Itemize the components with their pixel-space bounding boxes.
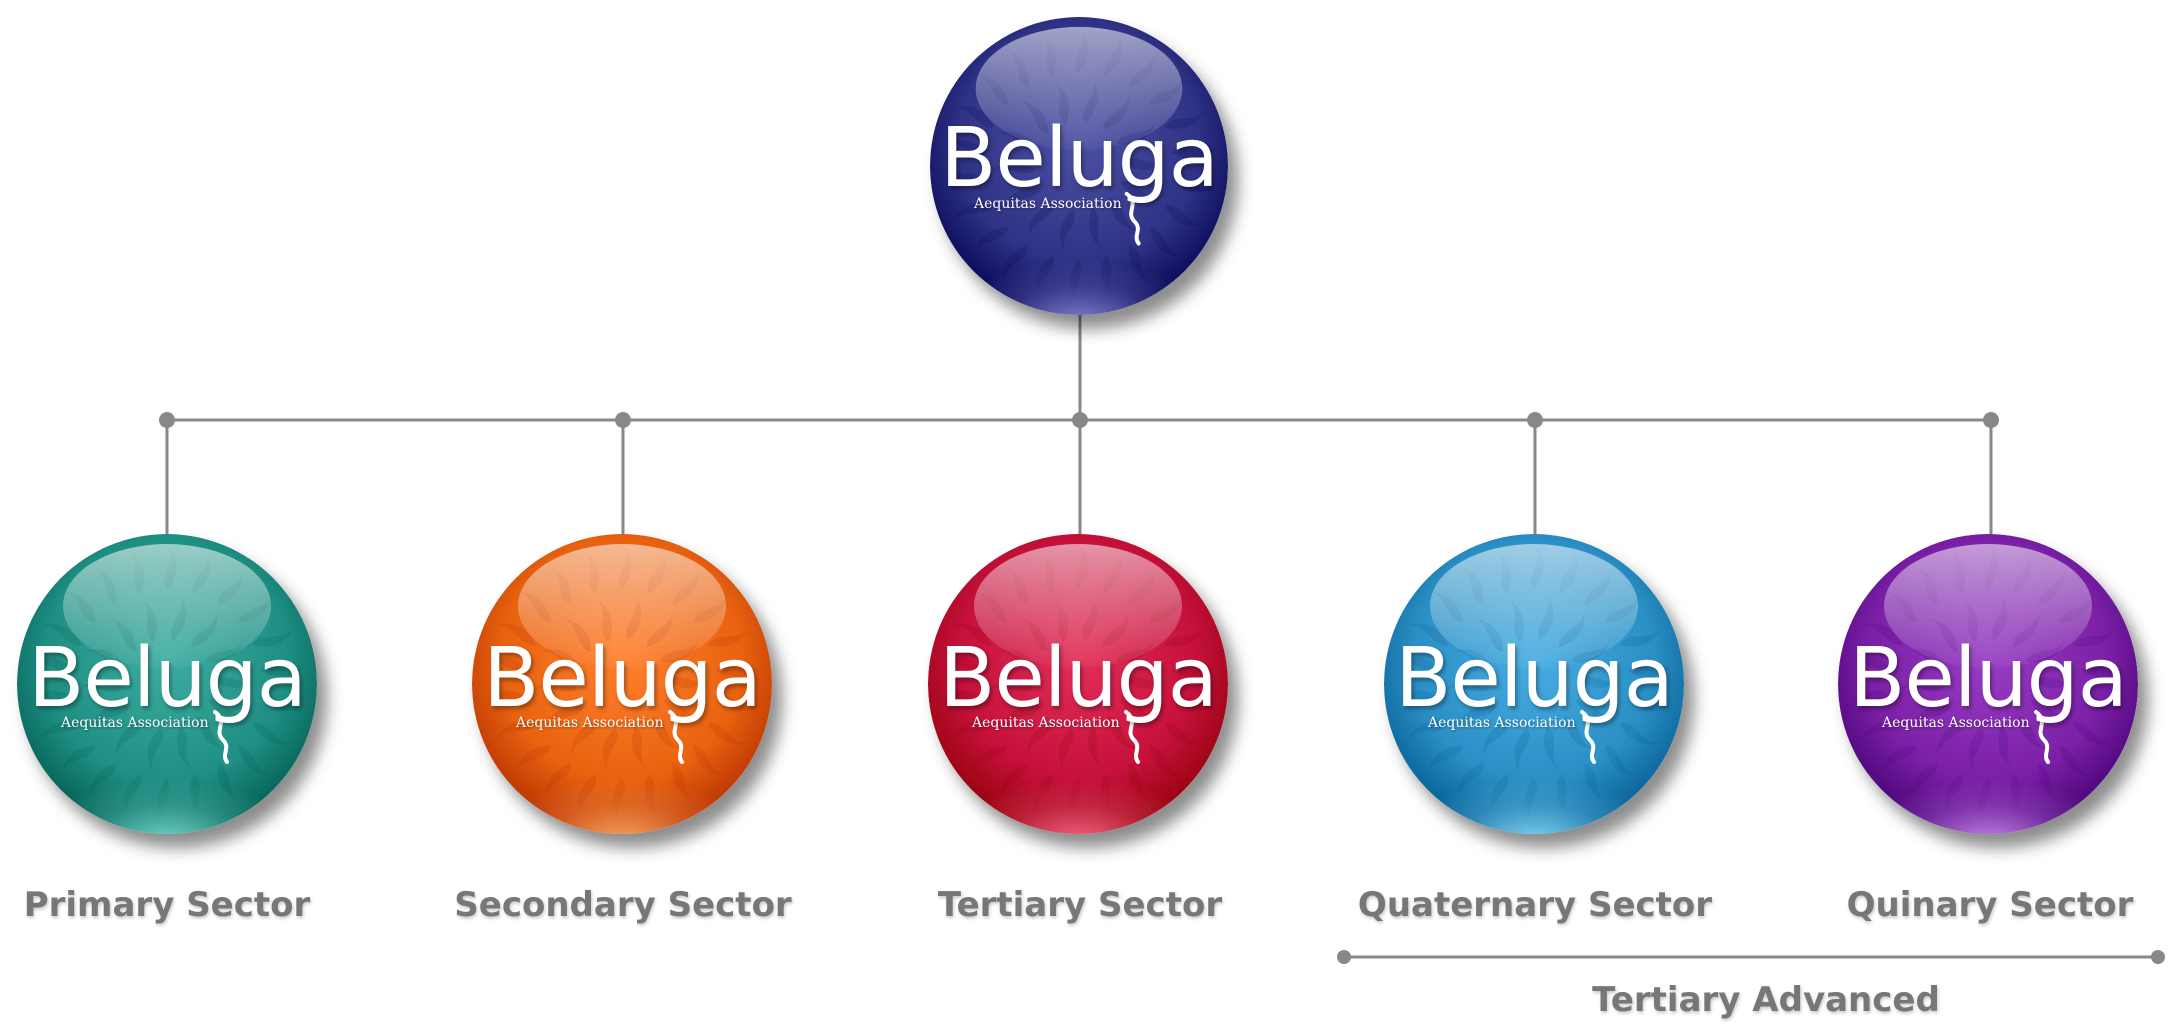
secondary-junction-dot [615, 412, 631, 428]
orb-gloss [518, 544, 726, 668]
tertiary-sector-orb: Beluga Aequitas Association [928, 534, 1228, 834]
orb-tagline: Aequitas Association [1428, 715, 1576, 731]
quaternary-sector-orb: Beluga Aequitas Association [1384, 534, 1684, 834]
orb-tagline: Aequitas Association [972, 715, 1120, 731]
ribbon-swirl [2034, 710, 2050, 764]
primary-sector-label: Primary Sector [23, 885, 311, 925]
root-orb: Beluga Aequitas Association [930, 17, 1228, 315]
primary-junction-dot [159, 412, 175, 428]
orb-gloss [1430, 544, 1638, 668]
orb-brand: Beluga [28, 631, 307, 726]
secondary-sector-orb: Beluga Aequitas Association [472, 534, 772, 834]
orb-brand: Beluga [1849, 631, 2128, 726]
group-bracket-right-dot [2151, 950, 2165, 964]
root-tagline: Aequitas Association [974, 196, 1122, 212]
orb-gloss [974, 544, 1182, 668]
ribbon-swirl [668, 710, 684, 764]
orb-graphic [1384, 534, 1684, 834]
quinary-junction-dot [1983, 412, 1999, 428]
orb-graphic [1838, 534, 2138, 834]
orb-gloss [1884, 544, 2092, 668]
primary-sector-orb: Beluga Aequitas Association [17, 534, 317, 834]
orb-tagline: Aequitas Association [516, 715, 664, 731]
tertiary-sector-label: Tertiary Sector [937, 885, 1223, 925]
quaternary-junction-dot [1527, 412, 1543, 428]
quinary-sector-orb: Beluga Aequitas Association [1838, 534, 2138, 834]
orb-graphic [472, 534, 772, 834]
secondary-sector-label: Secondary Sector [454, 885, 792, 925]
group-bracket-left-dot [1337, 950, 1351, 964]
root-brand: Beluga [940, 111, 1219, 206]
orb-gloss [63, 544, 271, 668]
tertiary-advanced-label: Tertiary Advanced [1592, 980, 1940, 1020]
orb-graphic [17, 534, 317, 834]
orb-graphic [930, 17, 1228, 315]
quinary-sector-label: Quinary Sector [1846, 885, 2134, 925]
quaternary-sector-label: Quaternary Sector [1357, 885, 1713, 925]
orb-graphic [928, 534, 1228, 834]
orb-tagline: Aequitas Association [61, 715, 209, 731]
orb-brand: Beluga [939, 631, 1218, 726]
orb-brand: Beluga [483, 631, 762, 726]
tertiary-junction-dot [1072, 412, 1088, 428]
ribbon-swirl [213, 710, 229, 764]
ribbon-swirl [1580, 710, 1596, 764]
orb-tagline: Aequitas Association [1882, 715, 2030, 731]
ribbon-swirl [1124, 710, 1140, 764]
orb-brand: Beluga [1395, 631, 1674, 726]
ribbon-swirl [1124, 191, 1141, 246]
orb-gloss [975, 26, 1183, 151]
